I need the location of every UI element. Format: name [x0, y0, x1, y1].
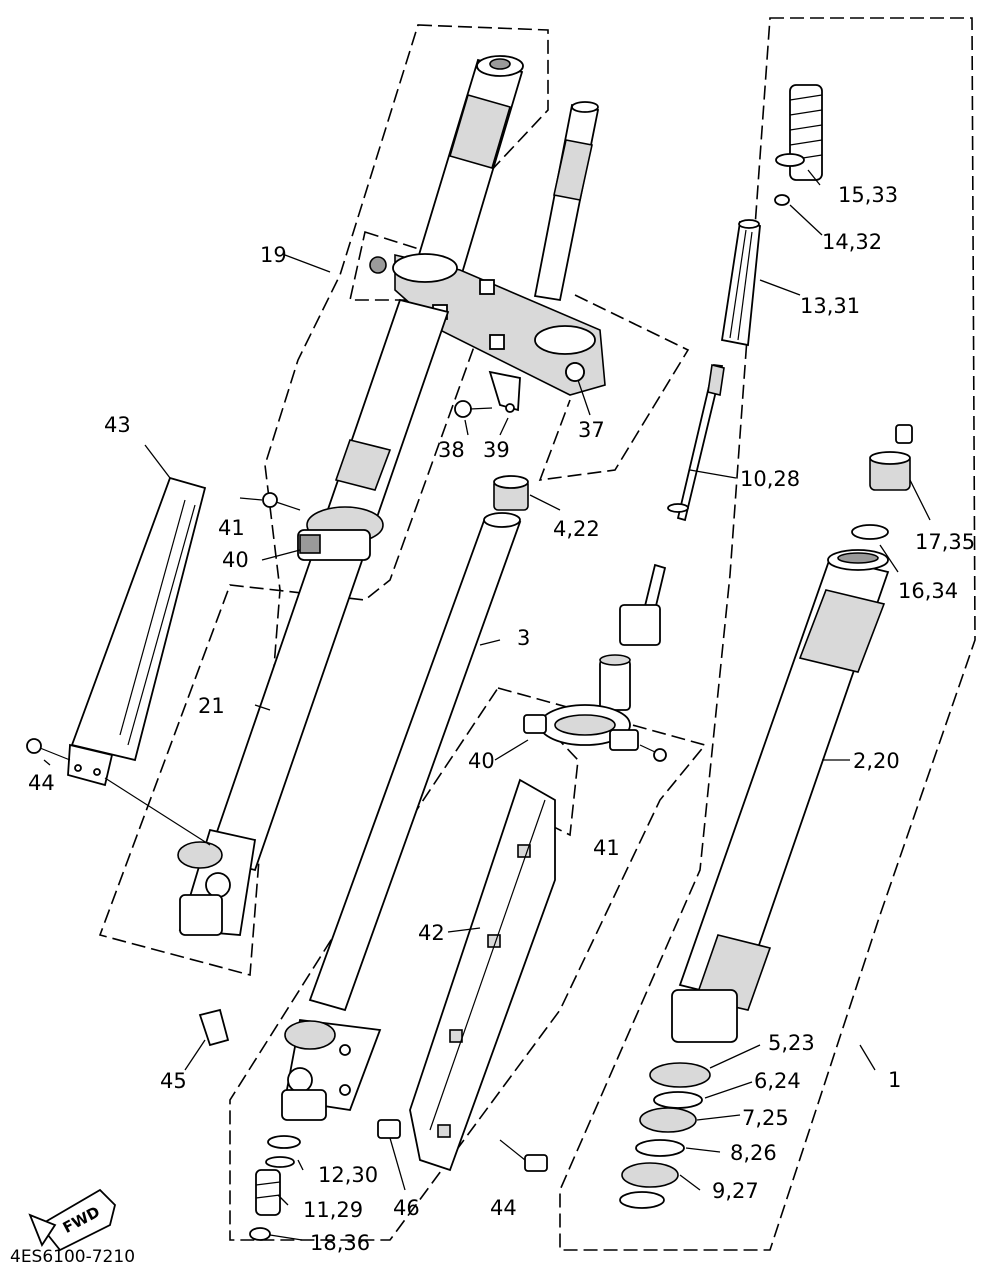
outer-fork-tube-19	[413, 55, 524, 282]
callout-46: 46	[393, 1196, 420, 1220]
callout-41-upper: 41	[218, 516, 245, 540]
lower-clamp-ring-40-upper	[297, 506, 384, 561]
callout-5-23: 5,23	[768, 1031, 815, 1055]
callout-44-left: 44	[28, 771, 55, 795]
drawing-code: 4ES6100-7210	[10, 1247, 135, 1267]
outer-tube-2-20	[671, 549, 890, 1043]
callout-14-32: 14,32	[822, 230, 882, 254]
callout-7-25: 7,25	[742, 1106, 789, 1130]
clamp-bolt-37-area	[565, 362, 585, 382]
callout-39: 39	[483, 438, 510, 462]
left-axle-bracket	[177, 828, 257, 936]
callout-9-27: 9,27	[712, 1179, 759, 1203]
callout-4-22: 4,22	[553, 517, 600, 541]
callout-18-36: 18,36	[310, 1231, 370, 1255]
bolt-38	[454, 400, 493, 418]
callout-12-30: 12,30	[318, 1163, 378, 1187]
bolt-46	[377, 1119, 401, 1139]
callout-42: 42	[418, 921, 445, 945]
o-ring-16-34	[851, 524, 889, 540]
bushing-4-22	[493, 475, 529, 511]
bolt-41-lower	[639, 744, 667, 762]
fwd-arrow-badge: FWD	[28, 1188, 116, 1252]
leader-lines	[43, 169, 931, 1241]
lower-clamp-40	[523, 704, 639, 751]
callout-45: 45	[160, 1069, 187, 1093]
callout-labels: 15,33 14,32 13,31 10,28 17,35 16,34 2,20…	[28, 183, 975, 1255]
callout-8-26: 8,26	[730, 1141, 777, 1165]
callout-21: 21	[198, 694, 225, 718]
group-outline-left-fork	[98, 24, 549, 977]
cylinder-13-31	[720, 219, 761, 347]
callout-15-33: 15,33	[838, 183, 898, 207]
callout-43: 43	[104, 413, 131, 437]
callout-3: 3	[517, 626, 530, 650]
nut-14-32	[774, 194, 790, 206]
cap-bolt-17-35	[869, 424, 913, 491]
washer-12-30	[265, 1135, 301, 1168]
fork-guard-43	[67, 476, 211, 846]
callout-40-upper: 40	[222, 548, 249, 572]
group-outline-lower-fork	[229, 687, 707, 1241]
group-outline-right-fork	[559, 17, 976, 1251]
inner-fork-tube-21	[206, 298, 450, 872]
callout-19: 19	[260, 243, 287, 267]
bolt-44-left	[26, 738, 71, 761]
lower-axle-bracket	[281, 1019, 382, 1121]
callout-44-bottom: 44	[490, 1196, 517, 1220]
damper-rod-10-28	[599, 364, 725, 711]
callout-11-29: 11,29	[303, 1198, 363, 1222]
seal-stack	[619, 1062, 711, 1209]
spring-11-29	[255, 1169, 281, 1216]
bracket-39	[488, 370, 521, 413]
upper-triple-clamp	[369, 253, 606, 396]
clip-45	[198, 1008, 230, 1047]
callout-6-24: 6,24	[754, 1069, 801, 1093]
callout-16-34: 16,34	[898, 579, 958, 603]
callout-37: 37	[578, 418, 605, 442]
bolt-41-upper	[262, 492, 301, 511]
steering-stem-upper	[533, 101, 600, 302]
plug-18-36	[249, 1227, 271, 1241]
callout-17-35: 17,35	[915, 530, 975, 554]
inner-tube-3	[308, 512, 522, 1012]
callout-40-lower: 40	[468, 749, 495, 773]
group-outline-clamp-link	[538, 294, 690, 481]
callout-38: 38	[438, 438, 465, 462]
fork-guard-42	[409, 778, 556, 1172]
callout-1: 1	[888, 1068, 901, 1092]
callout-10-28: 10,28	[740, 467, 800, 491]
spring-15-33	[775, 84, 823, 181]
callout-41-lower: 41	[593, 836, 620, 860]
bolt-44-bottom	[499, 1139, 548, 1172]
callout-2-20: 2,20	[853, 749, 900, 773]
callout-13-31: 13,31	[800, 294, 860, 318]
